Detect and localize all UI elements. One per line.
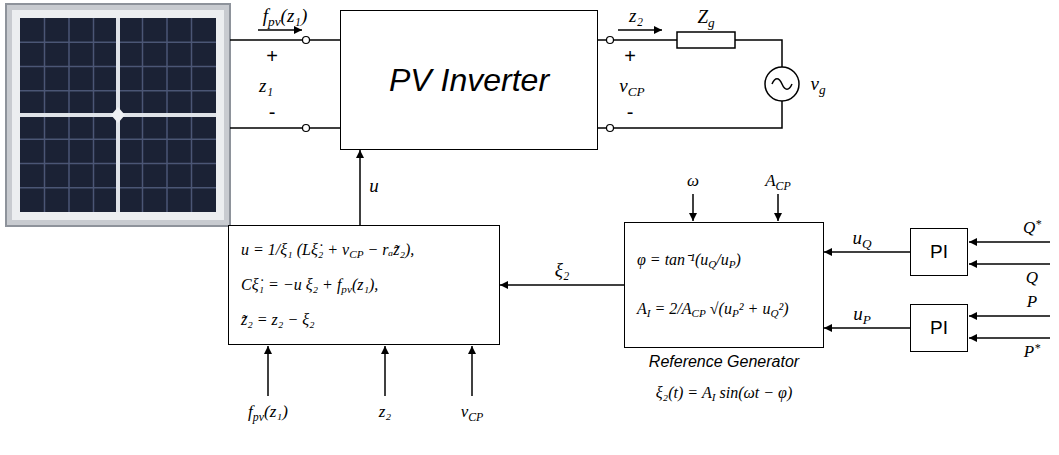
signal-label: uP (853, 303, 871, 325)
input-arrow (969, 241, 1050, 243)
panel-cells (20, 18, 216, 212)
input-arrow (471, 346, 473, 396)
ac-wires (598, 40, 782, 128)
equation-text: Cξ̇₁ = −u ξ₂ + fpv(z₁), (241, 274, 378, 296)
signal-arrow (824, 327, 910, 329)
reference-equation: ξ₂(t) = AI sin(ωt − φ) (656, 384, 793, 402)
input-arrow (267, 346, 269, 396)
input-label: ω (687, 171, 699, 191)
node-content: u = 1/ξ₁ (Lξ̇₂ + vCP − rₐz̃₂), Cξ̇₁ = −u … (229, 226, 499, 344)
impedance-symbol (677, 32, 735, 48)
equation-text: z̃₂ = z₂ − ξ₂ (241, 309, 315, 331)
signal-label: u (369, 175, 379, 197)
node-content: PI (911, 305, 967, 351)
node-content: PI (911, 229, 967, 275)
signal-arrow (500, 284, 624, 286)
equation-text: φ = tan⁻¹(uQ/uP) (637, 249, 741, 271)
equation-text: u = 1/ξ₁ (Lξ̇₂ + vCP − rₐz̃₂), (241, 239, 414, 261)
terminal (303, 37, 310, 44)
input-arrow (777, 194, 779, 221)
inverter-box: PV Inverter (340, 10, 598, 150)
setpoint-label: Q* (1023, 218, 1041, 238)
terminal (607, 125, 614, 132)
ac-source-tilde (772, 79, 792, 90)
input-arrow (384, 346, 386, 396)
ac-source-symbol (765, 67, 799, 101)
input-label: fpv(z₁) (248, 402, 288, 422)
signal-arrow (824, 251, 910, 253)
terminal (607, 37, 614, 44)
block-title: PV Inverter (389, 62, 549, 99)
pi-controller-box: PI (910, 228, 968, 276)
current-arrow (618, 29, 662, 31)
input-label: vCP (461, 402, 484, 422)
solar-panel (6, 4, 230, 226)
panel-center-mark (111, 107, 125, 123)
dc-wires (230, 40, 340, 128)
node-content: PV Inverter (341, 11, 597, 149)
signal-arrow (359, 150, 361, 225)
source-label: vg (810, 73, 825, 95)
current-label: z₂ (629, 5, 643, 27)
reference-generator-box: φ = tan⁻¹(uQ/uP)AI = 2/ACP √(uP² + uQ²)R… (624, 222, 824, 348)
terminal (303, 125, 310, 132)
measurement-label: Q (1026, 268, 1038, 288)
panel-border (12, 10, 224, 220)
voltage-label: vCP (619, 75, 644, 97)
input-arrow (969, 315, 1050, 317)
cell-grid (20, 18, 216, 212)
block-caption: Reference Generator (649, 352, 799, 371)
measurement-label: P (1027, 292, 1037, 312)
current-arrow (258, 29, 302, 31)
polarity-sign: + (266, 45, 278, 68)
voltage-label: z₁ (259, 75, 273, 97)
input-arrow (969, 337, 1050, 339)
impedance-label: Zg (697, 6, 714, 28)
block-title: PI (930, 317, 948, 339)
node-content: φ = tan⁻¹(uQ/uP) AI = 2/ACP √(uP² + uQ²) (625, 223, 823, 347)
polarity-sign: - (269, 101, 276, 124)
current-label: fpv(z₁) (263, 5, 308, 27)
input-arrow (969, 263, 1050, 265)
block-title: PI (930, 241, 948, 263)
polarity-sign: + (624, 45, 636, 68)
controller-box: u = 1/ξ₁ (Lξ̇₂ + vCP − rₐz̃₂), Cξ̇₁ = −u … (228, 225, 500, 345)
input-label: ACP (765, 171, 791, 191)
signal-label: ξ₂ (555, 259, 570, 281)
panel-frame (6, 4, 230, 226)
setpoint-label: P* (1024, 342, 1040, 362)
signal-label: uQ (852, 227, 871, 249)
polarity-sign: - (627, 101, 634, 124)
input-arrow (692, 194, 694, 221)
pi-controller-box: PI (910, 304, 968, 352)
input-label: z₂ (379, 402, 392, 422)
equation-text: AI = 2/ACP √(uP² + uQ²) (637, 298, 789, 320)
